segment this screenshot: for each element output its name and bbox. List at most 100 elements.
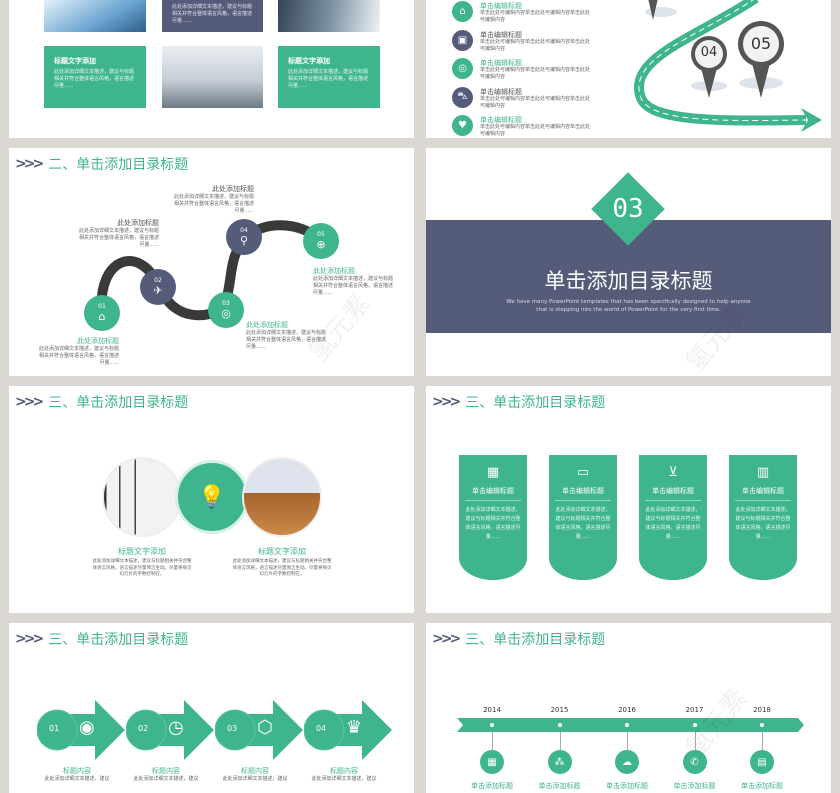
slide-2-thumbnail[interactable]: ⌂ 单击编辑标题 单击此处可编辑内容单击此处可编辑内容单击此处可编辑内容 ▣ 单… bbox=[426, 0, 831, 138]
timeline-connector bbox=[762, 732, 763, 750]
section-subtitle-2: that is stepping into the world of Power… bbox=[536, 307, 721, 313]
list-item: ⛍ 单击编辑标题 单击此处可编辑内容单击此处可编辑内容单击此处可编辑内容 bbox=[450, 84, 600, 110]
item-text: 单击此处可编辑内容单击此处可编辑内容单击此处可编辑内容 bbox=[480, 10, 591, 23]
item-text: 单击此处可编辑内容单击此处可编辑内容单击此处可编辑内容 bbox=[480, 124, 591, 137]
list-item: ▣ 单击编辑标题 单击此处可编辑内容单击此处可编辑内容单击此处可编辑内容 bbox=[450, 27, 600, 53]
desk-image bbox=[242, 457, 322, 537]
card-text: 此处添加详细文本描述，建议与标题相关并符合整体语言风格，语言描述尽量...... bbox=[735, 507, 791, 540]
step-label: 此处添加标题 此处添加详细文本描述，建议与标题相关并符合整体语言风格，语言描述尽… bbox=[39, 336, 119, 367]
card-text: 此处添加详细文本描述，建议与标题相关并符合整体语言风格，语言描述尽量...... bbox=[555, 507, 611, 540]
building-image bbox=[162, 46, 263, 108]
section-number: 03 bbox=[612, 194, 644, 224]
card-title: 单击编辑标题 bbox=[465, 486, 521, 501]
monitor-icon: ▭ bbox=[576, 465, 590, 480]
timeline-dot bbox=[490, 723, 494, 727]
home-icon: ⌂ bbox=[452, 1, 473, 22]
chevrons-icon: >>> bbox=[15, 156, 44, 172]
slide-header: >>>三、单击添加目录标题 bbox=[432, 392, 605, 412]
step-02: 02✈ bbox=[140, 269, 176, 305]
globe-icon: ◎ bbox=[221, 307, 231, 320]
step-title: 此处添加标题 bbox=[212, 185, 254, 193]
box-title: 标题文字添加 bbox=[54, 57, 96, 65]
list-item: ♥ 单击编辑标题 单击此处可编辑内容单击此处可编辑内容单击此处可编辑内容 bbox=[450, 112, 600, 138]
slide-4-thumbnail[interactable]: 03 单击添加目录标题 We have many PowerPoint temp… bbox=[426, 148, 831, 376]
step-label: 标题内容 此处添加详细文本描述，建议 bbox=[304, 766, 384, 783]
box-text: 此处添加详细文本描述，建议与标题相关并符合整体语言风格，语言描述尽量...... bbox=[172, 4, 253, 24]
year-label: 2018 bbox=[753, 706, 771, 714]
step-text: 此处添加详细文本描述，建议 bbox=[311, 776, 377, 782]
section-title: 单击添加目录标题 bbox=[544, 269, 713, 293]
item-title: 单击编辑标题 bbox=[480, 59, 522, 67]
info-card: ▥ 单击编辑标题 此处添加详细文本描述，建议与标题相关并符合整体语言风格，语言描… bbox=[729, 455, 797, 580]
slide-1-thumbnail[interactable]: 此处添加详细文本描述，建议与标题相关并符合整体语言风格，语言描述尽量......… bbox=[9, 0, 414, 138]
step-03: 03◎ bbox=[208, 292, 244, 328]
step-text: 此处添加详细文本描述，建议与标题相关并符合整体语言风格，语言描述尽量...... bbox=[79, 228, 160, 248]
header-title: 三、单击添加目录标题 bbox=[48, 632, 189, 648]
card-text: 此处添加详细文本描述，建议与标题相关并符合整体语言风格，语言描述尽量...... bbox=[645, 507, 701, 540]
section-subtitle-1: We have many PowerPoint templates that h… bbox=[506, 299, 751, 305]
step-arrow: 01 ◉ bbox=[37, 700, 125, 760]
card-title: 单击编辑标题 bbox=[735, 486, 791, 501]
slide-header: >>>三、单击添加目录标题 bbox=[15, 629, 188, 649]
slide-7-thumbnail[interactable]: >>>三、单击添加目录标题 01 ◉ 标题内容 此处添加详细文本描述，建议 02… bbox=[9, 623, 414, 793]
step-number: 03 bbox=[227, 724, 238, 733]
year-title: 单击添加标题 bbox=[673, 782, 716, 790]
cube-icon: ⬡ bbox=[257, 717, 273, 738]
card-title: 单击编辑标题 bbox=[555, 486, 611, 501]
briefcase-icon: ▣ bbox=[452, 29, 473, 51]
info-card: ▭ 单击编辑标题 此处添加详细文本描述，建议与标题相关并符合整体语言风格，语言描… bbox=[549, 455, 617, 580]
item-text: 单击此处可编辑内容单击此处可编辑内容单击此处可编辑内容 bbox=[480, 95, 591, 109]
item-title: 单击编辑标题 bbox=[480, 30, 522, 39]
step-label: 此处添加标题 此处添加详细文本描述，建议与标题相关并符合整体语言风格，语言描述尽… bbox=[313, 266, 393, 297]
timeline-connector bbox=[559, 732, 561, 750]
trophy-icon: ♛ bbox=[346, 717, 363, 738]
item-text: 单击此处可编辑内容单击此处可编辑内容单击此处可编辑内容 bbox=[480, 67, 591, 80]
year-title: 单击添加标题 bbox=[471, 782, 513, 790]
slide-header: >>>三、单击添加目录标题 bbox=[15, 392, 188, 412]
step-label: 标题内容 此处添加详细文本描述，建议 bbox=[215, 766, 295, 783]
pin-05-label: 05 bbox=[750, 34, 772, 53]
year-title: 单击添加标题 bbox=[538, 782, 581, 790]
step-number: 04 bbox=[240, 227, 248, 234]
pin-04-label: 04 bbox=[700, 45, 718, 60]
step-arrow: 02 ◷ bbox=[126, 700, 214, 760]
step-text: 此处添加详细文本描述，建议 bbox=[133, 776, 199, 782]
feature-text: 标题文字添加 此处添加详细文本描述，建议与标题相关并符合整体语言风格，语言描述尽… bbox=[232, 546, 332, 579]
item-title: 单击编辑标题 bbox=[480, 2, 522, 10]
slide-6-thumbnail[interactable]: >>>三、单击添加目录标题 ▦ 单击编辑标题 此处添加详细文本描述，建议与标题相… bbox=[426, 386, 831, 613]
year-title: 单击添加标题 bbox=[606, 782, 648, 790]
step-number: 02 bbox=[154, 277, 162, 284]
timeline-band bbox=[457, 718, 804, 732]
step-text: 此处添加详细文本描述，建议与标题相关并符合整体语言风格，语言描述尽量...... bbox=[313, 276, 394, 296]
slide-3-thumbnail[interactable]: >>>二、单击添加目录标题 01⌂ 此处添加标题 此处添加详细文本描述，建议与标… bbox=[9, 148, 414, 376]
card-title: 单击编辑标题 bbox=[645, 486, 701, 501]
step-arrow: 04 ♛ bbox=[304, 700, 392, 760]
step-title: 标题内容 bbox=[330, 767, 358, 775]
header-title: 三、单击添加目录标题 bbox=[465, 395, 606, 411]
feature-desc: 此处添加详细文本描述，建议与标题相关并符合整体语言风格，语言描述尽量简洁生动。尽… bbox=[92, 559, 192, 577]
feature-desc: 此处添加详细文本描述，建议与标题相关并符合整体语言风格，语言描述尽量简洁生动。尽… bbox=[232, 559, 332, 577]
cloud-icon: ☁ bbox=[615, 750, 639, 774]
slide-5-thumbnail[interactable]: >>>三、单击添加目录标题 💡 标题文字添加 此处添加详细文本描述，建议与标题相… bbox=[9, 386, 414, 613]
airplane-icon: ✈ bbox=[153, 284, 163, 297]
step-label: 此处添加标题 此处添加详细文本描述，建议与标题相关并符合整体语言风格，语言描述尽… bbox=[174, 184, 254, 215]
step-label: 此处添加标题 此处添加详细文本描述，建议与标题相关并符合整体语言风格，语言描述尽… bbox=[246, 320, 326, 351]
step-label: 此处添加标题 此处添加详细文本描述，建议与标题相关并符合整体语言风格，语言描述尽… bbox=[79, 218, 159, 249]
feature-text: 标题文字添加 此处添加详细文本描述，建议与标题相关并符合整体语言风格，语言描述尽… bbox=[92, 546, 192, 579]
timeline-dot bbox=[760, 723, 764, 727]
step-number: 02 bbox=[138, 724, 149, 733]
road-graphic bbox=[634, 0, 822, 132]
feature-title: 标题文字添加 bbox=[118, 547, 166, 556]
location-pin-icon: ⚲ bbox=[239, 234, 249, 247]
heart-icon: ♥ bbox=[452, 115, 473, 136]
timeline-dot bbox=[557, 723, 562, 727]
step-number: 03 bbox=[222, 300, 230, 307]
chevrons-icon: >>> bbox=[432, 631, 461, 647]
header-title: 二、单击添加目录标题 bbox=[48, 157, 189, 173]
car-icon: ⛍ bbox=[452, 86, 473, 108]
step-title: 此处添加标题 bbox=[117, 219, 159, 227]
step-04: 04⚲ bbox=[226, 219, 262, 255]
step-label: 标题内容 此处添加详细文本描述，建议 bbox=[37, 766, 117, 783]
item-title: 单击编辑标题 bbox=[480, 87, 522, 96]
